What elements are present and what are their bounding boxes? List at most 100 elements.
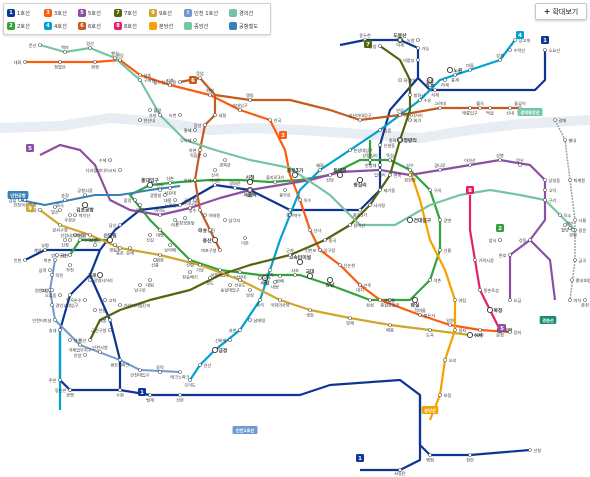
station-marker[interactable]: [63, 50, 67, 54]
station-marker[interactable]: [93, 308, 97, 312]
legend-item[interactable]: 분당선: [149, 20, 173, 32]
station-marker[interactable]: [378, 128, 382, 132]
station-label[interactable]: 샛강: [306, 312, 314, 319]
station-marker[interactable]: [326, 276, 334, 284]
station-marker[interactable]: [378, 143, 382, 147]
station-marker[interactable]: [428, 328, 432, 332]
station-label[interactable]: 동인천: [55, 387, 67, 393]
station-label[interactable]: 철산: [79, 337, 87, 343]
station-label[interactable]: 돌곶이: [514, 100, 526, 107]
station-marker[interactable]: [158, 228, 162, 232]
station-label[interactable]: 선정릉: [384, 297, 396, 303]
station-marker[interactable]: [178, 203, 182, 207]
station-marker[interactable]: [193, 198, 197, 202]
station-marker[interactable]: [223, 158, 227, 162]
station-label[interactable]: 안산: [204, 362, 212, 368]
station-marker[interactable]: [113, 56, 117, 60]
station-marker[interactable]: [298, 198, 302, 202]
station-marker[interactable]: [193, 178, 197, 182]
station-label[interactable]: 사가정: [374, 202, 386, 209]
station-marker[interactable]: [443, 78, 447, 82]
station-label[interactable]: 의정부: [403, 57, 415, 64]
station-marker[interactable]: [348, 316, 352, 320]
station-label[interactable]: 방배: [276, 278, 284, 285]
station-label[interactable]: 병점: [426, 457, 434, 463]
station-label[interactable]: 정자: [459, 327, 467, 334]
station-marker[interactable]: [148, 233, 152, 237]
station-label[interactable]: 상도: [206, 280, 214, 286]
station-label[interactable]: 공덕: [184, 197, 192, 204]
station-marker[interactable]: [388, 298, 392, 302]
station-label[interactable]: 종합운동장: [380, 302, 399, 308]
station-marker[interactable]: [296, 258, 304, 266]
station-marker[interactable]: [183, 216, 187, 220]
station-label[interactable]: 대흥: [164, 197, 172, 204]
station-marker[interactable]: [146, 181, 154, 189]
station-label[interactable]: 목동: [76, 233, 84, 239]
station-marker[interactable]: [43, 248, 47, 252]
station-marker[interactable]: [288, 208, 292, 212]
station-marker[interactable]: [248, 188, 252, 192]
station-label[interactable]: 숭실대입구: [220, 287, 239, 294]
station-marker[interactable]: [278, 274, 282, 278]
station-label[interactable]: 부천: [66, 267, 74, 274]
station-marker[interactable]: [108, 318, 112, 322]
station-label[interactable]: 녹번: [169, 112, 177, 119]
station-label[interactable]: 문산: [29, 42, 37, 48]
station-marker[interactable]: [348, 148, 352, 152]
station-label[interactable]: 옥수: [304, 198, 312, 204]
station-label[interactable]: 오금: [514, 298, 522, 303]
station-label[interactable]: 회현: [206, 87, 214, 94]
station-label[interactable]: 건대입구: [414, 217, 432, 224]
station-marker[interactable]: [378, 188, 382, 192]
station-label[interactable]: 내방: [271, 284, 279, 291]
station-label[interactable]: 봉화산: [414, 92, 426, 99]
station-label[interactable]: 시청: [246, 174, 255, 181]
station-marker[interactable]: [68, 263, 72, 267]
station-label[interactable]: 장지: [514, 329, 522, 336]
station-label[interactable]: 여의도: [154, 207, 166, 214]
station-label[interactable]: 삼송: [144, 72, 152, 78]
station-label[interactable]: 성수: [406, 162, 414, 169]
station-label[interactable]: 센트럴파크: [110, 362, 129, 369]
station-marker[interactable]: [238, 328, 242, 332]
station-label[interactable]: 인천터미널: [32, 317, 51, 324]
station-marker[interactable]: [55, 253, 59, 257]
station-marker[interactable]: [478, 288, 482, 292]
station-marker[interactable]: [138, 73, 142, 77]
station-marker[interactable]: [233, 186, 237, 190]
station-marker[interactable]: [543, 178, 547, 182]
station-label[interactable]: 안양: [74, 352, 82, 358]
station-label[interactable]: 대방: [156, 232, 164, 239]
station-label[interactable]: 중곡: [329, 238, 337, 244]
station-marker[interactable]: [68, 238, 72, 242]
station-label[interactable]: 독립문: [190, 152, 202, 159]
station-marker[interactable]: [573, 258, 577, 262]
station-label[interactable]: 화랑대: [404, 77, 416, 84]
station-label[interactable]: 사당: [261, 280, 270, 287]
station-label[interactable]: 마포구청: [201, 247, 217, 254]
station-marker[interactable]: [63, 198, 67, 202]
station-marker[interactable]: [178, 393, 182, 397]
station-marker[interactable]: [213, 183, 217, 187]
station-label[interactable]: 상수: [189, 207, 197, 214]
station-label[interactable]: 마포: [171, 222, 179, 229]
station-marker[interactable]: [58, 293, 62, 297]
station-marker[interactable]: [98, 350, 102, 354]
station-marker[interactable]: [113, 243, 117, 247]
station-marker[interactable]: [408, 93, 412, 97]
station-label[interactable]: 명동: [246, 92, 254, 98]
station-label[interactable]: 화곡: [56, 203, 64, 209]
station-marker[interactable]: [416, 46, 420, 50]
station-label[interactable]: 경복궁: [219, 162, 231, 169]
station-marker[interactable]: [468, 453, 472, 457]
station-label[interactable]: 문래: [126, 250, 134, 257]
station-label[interactable]: 왕십리: [353, 182, 366, 189]
station-label[interactable]: 서동탄: [394, 470, 406, 477]
station-marker[interactable]: [58, 60, 62, 64]
station-label[interactable]: 수원: [116, 392, 124, 399]
station-label[interactable]: 덕소: [564, 212, 572, 219]
station-marker[interactable]: [118, 246, 122, 250]
